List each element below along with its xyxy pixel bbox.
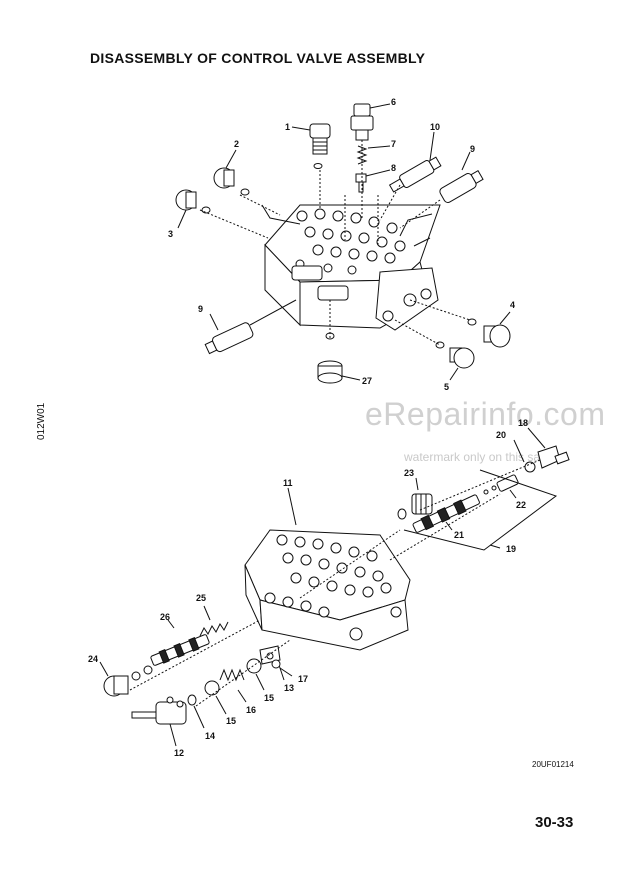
callout-2: 2 bbox=[234, 139, 239, 149]
part-15-retainer-a bbox=[204, 680, 227, 715]
callout-25: 25 bbox=[196, 593, 206, 603]
callout-13: 13 bbox=[284, 683, 294, 693]
watermark-site: eRepairinfo.com bbox=[365, 396, 606, 432]
callout-15-b: 15 bbox=[264, 693, 274, 703]
page-number: 30-33 bbox=[535, 814, 574, 831]
callout-9-upper: 9 bbox=[470, 144, 475, 154]
page-title: DISASSEMBLY OF CONTROL VALVE ASSEMBLY bbox=[90, 50, 426, 66]
callout-12: 12 bbox=[174, 748, 184, 758]
callout-19: 19 bbox=[506, 544, 516, 554]
callout-8: 8 bbox=[391, 163, 396, 173]
callout-18: 18 bbox=[518, 418, 528, 428]
part-17-oring bbox=[271, 659, 281, 669]
watermark-note: watermark only on this sample bbox=[404, 450, 567, 464]
part-21-spool bbox=[412, 494, 480, 533]
part-14-oring bbox=[187, 694, 205, 729]
part-9-valve-lower-left bbox=[204, 322, 254, 355]
callout-21: 21 bbox=[454, 530, 464, 540]
callout-4: 4 bbox=[510, 300, 515, 310]
part-10-relief-valve bbox=[388, 156, 442, 193]
upper-valve-body bbox=[264, 204, 441, 331]
callout-11: 11 bbox=[283, 478, 293, 488]
part-6-plug bbox=[350, 103, 391, 141]
callout-7: 7 bbox=[391, 139, 396, 149]
callout-27: 27 bbox=[362, 376, 372, 386]
callout-1: 1 bbox=[285, 122, 290, 132]
part-27-plug bbox=[317, 332, 361, 384]
callout-3: 3 bbox=[168, 229, 173, 239]
callout-16: 16 bbox=[246, 705, 256, 715]
part-15-retainer-b bbox=[246, 658, 265, 691]
part-19-bracket-outline bbox=[403, 469, 558, 551]
part-9-valve-upper-right bbox=[439, 169, 484, 203]
part-20-washer bbox=[524, 461, 536, 473]
lower-valve-body bbox=[244, 529, 411, 651]
part-26-spool bbox=[150, 634, 210, 666]
part-12-cover bbox=[131, 696, 187, 747]
part-3-plug bbox=[175, 189, 211, 229]
part-1-plug bbox=[291, 123, 331, 169]
part-23-cap bbox=[397, 477, 433, 520]
part-24-plug bbox=[99, 661, 153, 697]
upper-explosion-lines bbox=[199, 140, 471, 346]
callout-17: 17 bbox=[298, 674, 308, 684]
callout-26: 26 bbox=[160, 612, 170, 622]
part-7-spring bbox=[356, 145, 391, 165]
part-25-spring bbox=[199, 605, 229, 637]
callout-5: 5 bbox=[444, 382, 449, 392]
figure-code: 20UF01214 bbox=[532, 760, 574, 769]
part-2-plug bbox=[213, 149, 250, 196]
callout-23: 23 bbox=[404, 468, 414, 478]
callout-22: 22 bbox=[516, 500, 526, 510]
callout-20: 20 bbox=[496, 430, 506, 440]
callout-14: 14 bbox=[205, 731, 215, 741]
callout-10: 10 bbox=[430, 122, 440, 132]
callout-15-a: 15 bbox=[226, 716, 236, 726]
lower-explosion-lines bbox=[129, 459, 541, 707]
part-4-plug bbox=[467, 311, 511, 348]
part-16-spring bbox=[219, 668, 247, 703]
part-5-plug bbox=[435, 341, 475, 381]
callout-24: 24 bbox=[88, 654, 98, 664]
callout-9-lower: 9 bbox=[198, 304, 203, 314]
part-18-plate bbox=[527, 427, 570, 469]
callout-6: 6 bbox=[391, 97, 396, 107]
part-8-screw bbox=[355, 169, 391, 193]
